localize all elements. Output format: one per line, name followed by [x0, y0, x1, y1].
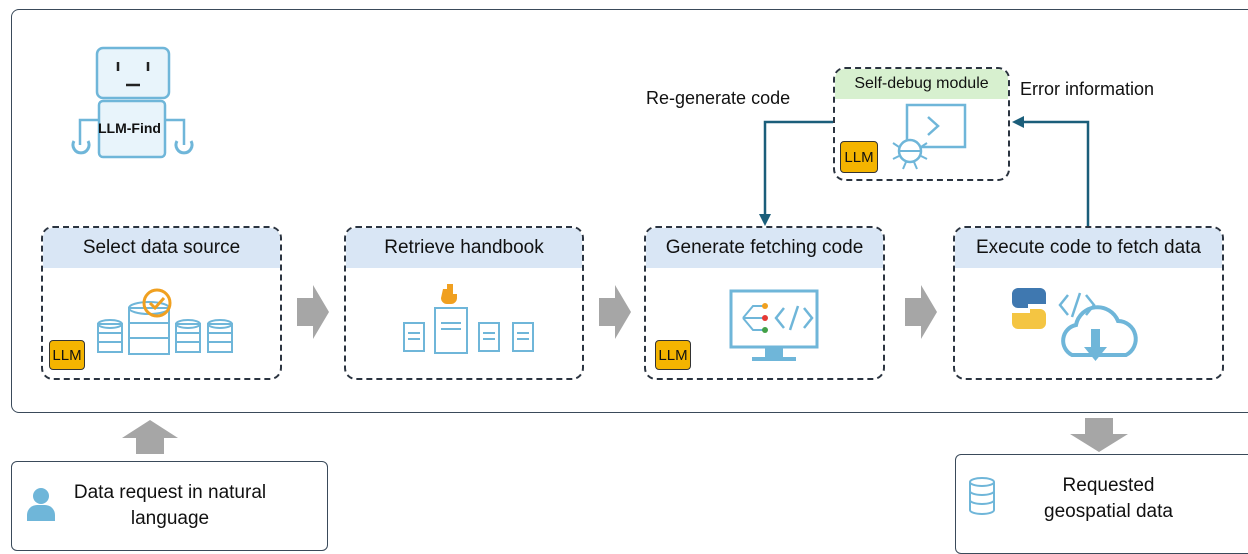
stage-title: Retrieve handbook — [346, 228, 582, 268]
output-data-text: Requested geospatial data — [1044, 475, 1173, 522]
llm-badge: LLM — [840, 141, 878, 173]
debug-title: Self-debug module — [835, 69, 1008, 99]
python-download-icon — [1012, 288, 1138, 361]
error-information-label: Error information — [1020, 79, 1155, 99]
stage-execute-code: Execute code to fetch data — [953, 226, 1224, 380]
self-debug-module: Self-debug module LLM — [833, 67, 1010, 181]
stage-generate-fetching-code: Generate fetching code LLM — [644, 226, 885, 380]
stage-title: Generate fetching code — [646, 228, 883, 268]
regenerate-code-label: Re-generate code — [646, 88, 791, 108]
output-down-arrow — [1070, 418, 1128, 452]
flow-arrow-3 — [905, 285, 937, 339]
database-small-icon — [969, 477, 995, 515]
flow-arrow-1 — [297, 285, 329, 339]
input-up-arrow — [122, 420, 178, 454]
input-request-box — [11, 461, 328, 551]
stage-retrieve-handbook: Retrieve handbook — [344, 226, 584, 380]
handbook-icon — [403, 284, 534, 354]
error-information-arrow — [1012, 116, 1090, 226]
input-request-text: Data request in natural language — [73, 482, 267, 529]
flow-arrow-2 — [599, 285, 631, 339]
regenerate-arrow — [759, 120, 833, 226]
llm-badge: LLM — [49, 340, 85, 370]
database-icon — [97, 288, 233, 355]
stage-title: Select data source — [43, 228, 280, 268]
llm-badge: LLM — [655, 340, 691, 370]
debug-console-icon — [892, 103, 967, 170]
code-monitor-icon — [729, 289, 819, 361]
robot-icon — [71, 46, 194, 159]
user-icon — [27, 488, 55, 521]
stage-title: Execute code to fetch data — [955, 228, 1222, 268]
stage-select-data-source: Select data source LLM — [41, 226, 282, 380]
llm-find-frame — [11, 9, 1248, 413]
output-data-box — [955, 454, 1248, 554]
robot-label: LLM-Find — [98, 120, 161, 136]
